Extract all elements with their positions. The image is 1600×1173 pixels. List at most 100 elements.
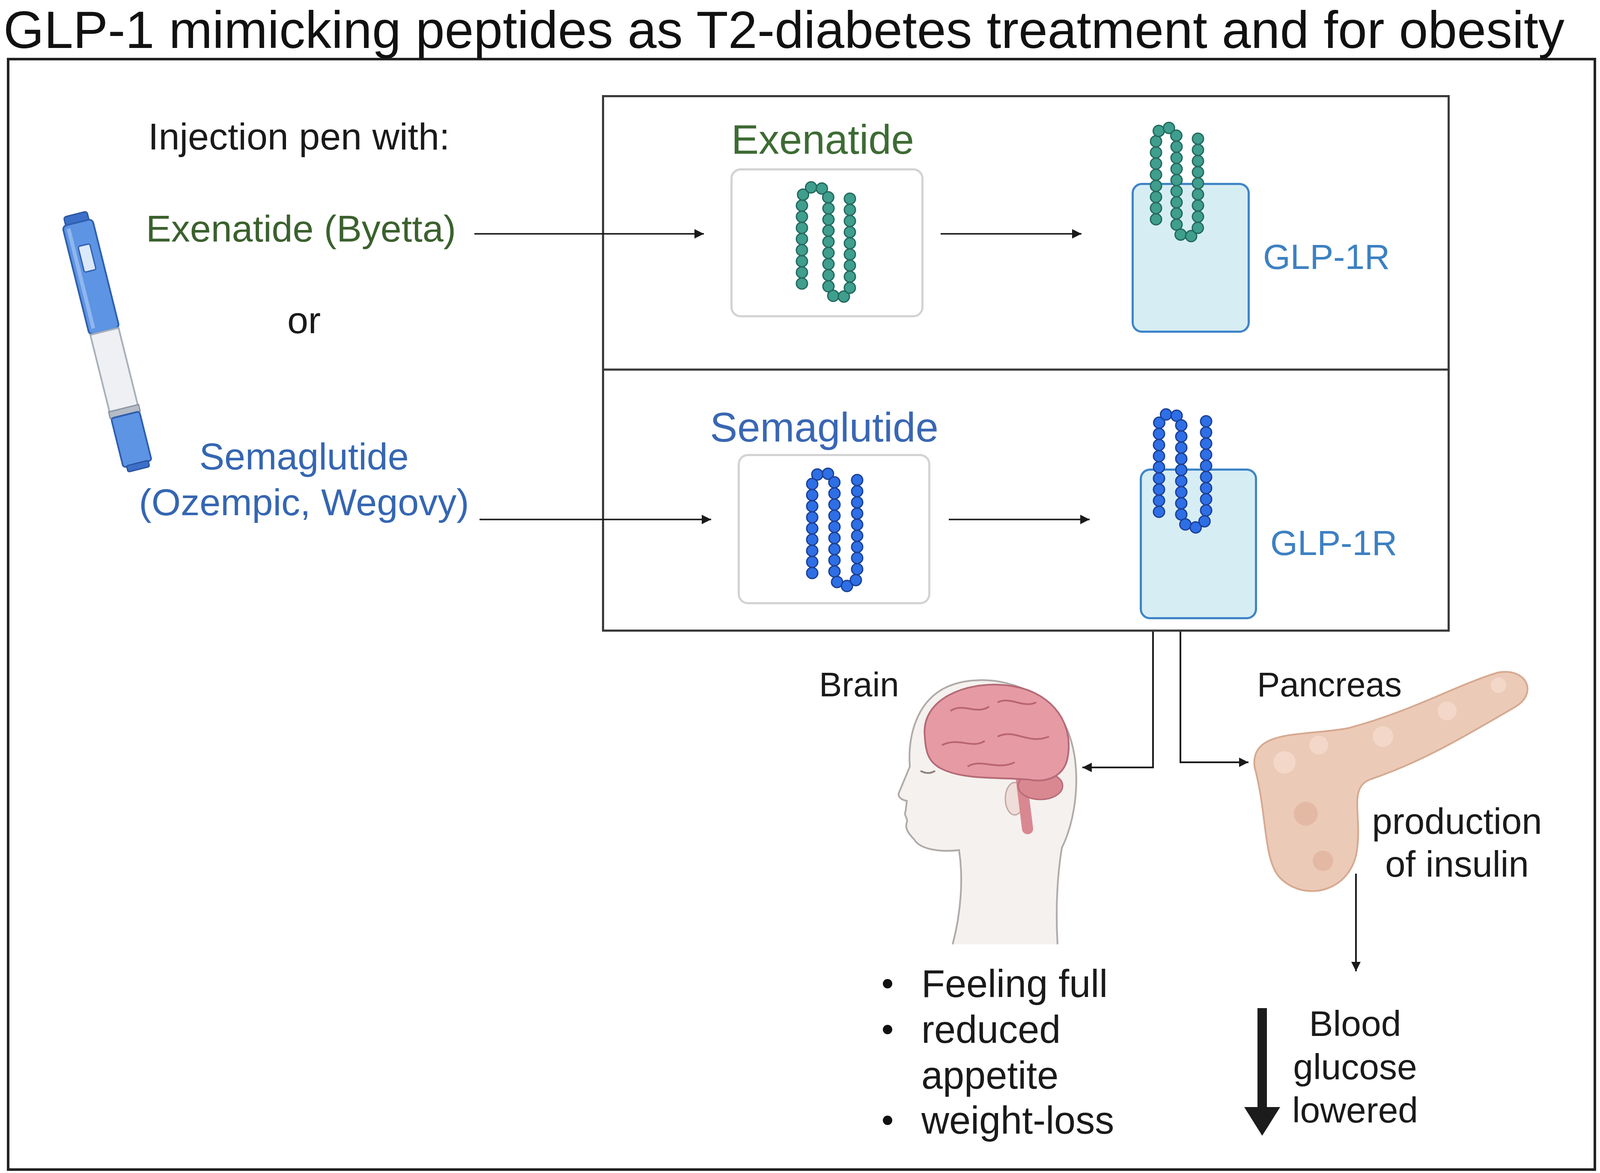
peptide-chain: [806, 467, 863, 592]
brain-shape: [924, 684, 1069, 781]
amino-acid-bead: [851, 485, 863, 497]
amino-acid-bead: [796, 255, 808, 267]
amino-acid-bead: [1150, 135, 1162, 147]
effect-bullet: reduced appetite: [921, 1006, 1145, 1099]
amino-acid-bead: [806, 522, 818, 534]
pancreas-texture: [1437, 701, 1457, 721]
drug-label-node: Semaglutide (Ozempic, Wegovy): [128, 433, 480, 525]
amino-acid-bead: [1175, 486, 1187, 498]
amino-acid-bead: [1150, 146, 1162, 158]
amino-acid-bead: [796, 222, 808, 234]
amino-acid-bead: [1179, 518, 1192, 531]
amino-acid-bead: [1150, 157, 1162, 170]
amino-acid-bead: [828, 565, 841, 577]
amino-acid-bead: [844, 204, 856, 216]
amino-acid-bead: [828, 487, 841, 499]
amino-acid-bead: [828, 509, 841, 522]
amino-acid-bead: [806, 511, 818, 523]
pen-caption: Injection pen with:: [148, 113, 534, 161]
amino-acid-bead: [796, 199, 808, 212]
receptor-name: GLP-1R: [1270, 521, 1408, 565]
amino-acid-bead: [1150, 191, 1162, 203]
amino-acid-bead: [806, 567, 818, 579]
amino-acid-bead: [851, 541, 863, 553]
amino-acid-bead: [827, 290, 839, 302]
amino-acid-bead: [1170, 141, 1183, 153]
amino-acid-bead: [822, 247, 835, 259]
amino-acid-bead: [816, 182, 828, 194]
chain-guide: [1156, 127, 1198, 237]
drug-label-node: Exenatide (Byetta): [145, 205, 472, 253]
drug-brand-name: Semaglutide (Ozempic, Wegovy): [128, 433, 480, 525]
amino-acid-bead: [1185, 230, 1197, 242]
or-label: or: [239, 296, 369, 344]
amino-acid-bead: [1150, 202, 1162, 214]
effect-bullet: weight-loss: [921, 1097, 1145, 1144]
amino-acid-bead: [1192, 133, 1204, 145]
amino-acid-bead: [1153, 428, 1165, 440]
pen-lower-body: [111, 411, 152, 468]
arrow-connector: [1355, 873, 1357, 972]
amino-acid-bead: [1175, 229, 1187, 241]
amino-acid-bead: [851, 552, 863, 564]
organ-name: Pancreas: [1257, 663, 1429, 707]
organ-effect: production of insulin: [1362, 799, 1552, 886]
amino-acid-bead: [844, 282, 856, 294]
amino-acid-bead: [822, 214, 835, 226]
decrease-arrow-shaft: [1257, 1007, 1267, 1110]
amino-acid-bead: [1192, 199, 1204, 212]
amino-acid-bead: [841, 580, 853, 592]
amino-acid-bead: [844, 259, 856, 272]
decrease-arrow-head: [1244, 1106, 1281, 1136]
amino-acid-bead: [828, 521, 841, 533]
amino-acid-bead: [1200, 493, 1212, 505]
amino-acid-bead: [1192, 222, 1204, 234]
arrow-connector: [479, 518, 712, 521]
pancreas-texture: [1309, 735, 1329, 755]
brain-folds: [941, 700, 1049, 767]
amino-acid-bead: [1153, 450, 1165, 462]
amino-acid-bead: [1153, 461, 1165, 473]
peptide-box: Exenatide: [730, 168, 924, 318]
amino-acid-bead: [1175, 464, 1187, 476]
amino-acid-bead: [796, 233, 808, 245]
amino-acid-bead: [1192, 166, 1204, 178]
amino-acid-bead: [844, 237, 856, 249]
pancreas-texture: [1312, 850, 1334, 871]
amino-acid-bead: [844, 226, 856, 238]
amino-acid-bead: [1153, 439, 1165, 451]
amino-acid-bead: [822, 269, 835, 281]
amino-acid-bead: [806, 489, 818, 501]
brain-node: BrainFeeling fullreduced appetiteweight-…: [896, 680, 1079, 947]
chain-guide: [801, 186, 850, 298]
injection-pen: [60, 210, 154, 473]
arrow-connector: [1082, 631, 1154, 768]
drug-brand-name: Exenatide (Byetta): [145, 205, 472, 253]
head-fill: [898, 679, 1077, 945]
arrow-connector: [1180, 631, 1249, 763]
amino-acid-bead: [796, 244, 808, 256]
amino-acid-bead: [806, 556, 818, 568]
amino-acid-bead: [1200, 471, 1212, 483]
pen-highlight: [66, 228, 96, 329]
peptide-name: Exenatide: [700, 118, 945, 161]
organ-name: Brain: [819, 663, 931, 707]
amino-acid-bead: [806, 533, 818, 546]
amino-acid-bead: [822, 191, 834, 203]
pancreas-texture: [1372, 726, 1394, 747]
amino-acid-bead: [1200, 426, 1212, 438]
bullet-dot: [882, 1115, 893, 1125]
amino-acid-bead: [1175, 430, 1187, 442]
amino-acid-bead: [828, 498, 841, 510]
pancreas-node: Pancreasproduction of insulin: [1250, 667, 1542, 874]
amino-acid-bead: [797, 188, 809, 200]
peptide-chain: [796, 181, 856, 302]
amino-acid-bead: [1150, 180, 1162, 192]
amino-acid-bead: [806, 545, 818, 557]
bullet-dot: [882, 1024, 893, 1034]
pen-dose-window: [77, 243, 96, 273]
chain-guide: [1159, 413, 1207, 528]
amino-acid-bead: [1170, 208, 1183, 220]
